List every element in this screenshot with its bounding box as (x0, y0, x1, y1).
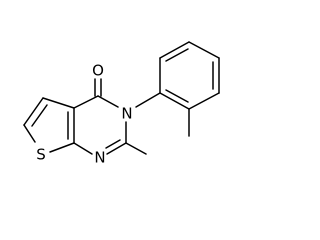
bond-n3-aryl (135, 92, 161, 108)
bond-ar6-ar1 (159, 92, 190, 110)
bond-c6-s (23, 124, 36, 143)
bond-c5-c6-inner (31, 104, 48, 127)
bond-c4a-c5 (42, 97, 75, 109)
bond-c5-c6 (23, 97, 44, 126)
bond-n1-c7a (73, 142, 93, 155)
atom-oxygen: O (92, 62, 104, 80)
atom-nitrogen-ring: N (121, 105, 132, 123)
atom-sulfur: S (36, 146, 46, 164)
bond-c2-methyl (125, 142, 147, 155)
bond-c4a-c4 (73, 95, 99, 109)
molecule-canvas: O N N S (23, 41, 220, 167)
bond-c4-n3 (97, 95, 119, 108)
bond-ar5-ar6 (188, 92, 220, 110)
bond-s-c7a (49, 142, 75, 153)
bond-ar2-ar3 (159, 41, 190, 59)
bond-ar3-ar4 (188, 41, 220, 59)
atom-nitrogen-imine: N (94, 149, 105, 167)
bond-c2-n1 (106, 142, 127, 155)
molecule-structure: O N N S (23, 41, 220, 167)
bond-ar2-ar3-inner (165, 48, 189, 62)
bond-ar6-ar1-inner (165, 89, 189, 103)
bond-c2-n1-inner (105, 139, 121, 149)
